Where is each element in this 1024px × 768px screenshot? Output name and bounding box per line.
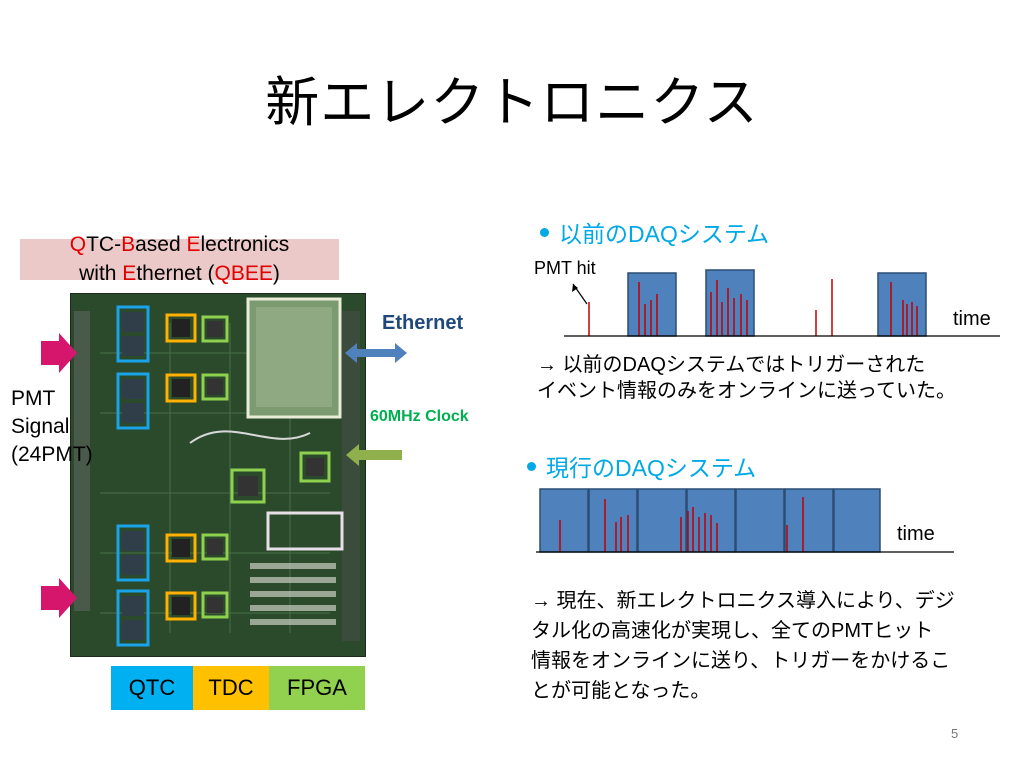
previous-time-label: time [953,308,991,330]
current-daq-timeline [536,488,954,553]
pmt-label-line: Signal [11,415,70,438]
pmt-hit-label: PMT hit [534,258,596,278]
previous-daq-heading: 以前のDAQシステム [540,215,769,249]
fpga-box [201,373,229,401]
fpga-box [299,451,331,483]
page-number: 5 [951,726,959,741]
description-line: イベント情報のみをオンラインに送っていた。 [537,380,956,402]
continuous-windows [539,488,881,553]
ethernet-label: Ethernet [382,312,464,334]
fpga-box [201,591,229,619]
tdc-box [165,533,197,563]
clock-label: 60MHz Clock [370,408,469,425]
tdc-chips [165,313,197,621]
qbee-initial: E [186,233,201,256]
pmt-signal-arrow-icon [41,578,77,618]
trigger-window [705,269,755,337]
qbee-initial: Q [69,233,87,256]
qbee-title-line-1: QTC-Based Electronics [20,233,339,257]
board-edge-connector [342,311,360,641]
previous-daq-description: → 以前のDAQシステムではトリガーされた イベント情報のみをオンラインに送って… [537,352,1017,404]
tdc-box [165,591,197,621]
qtc-box [116,305,150,363]
fpga-box [201,533,229,561]
qtc-box [116,589,150,647]
qbee-initial: QBEE [214,262,273,285]
trigger-window [877,272,927,337]
pmt-signal-arrow-icon [41,333,77,373]
chip-legend: QTC TDC FPGA [111,666,365,710]
qbee-initial: B [121,233,136,256]
qbee-text: ased [135,233,187,256]
qbee-text: lectronics [200,233,290,256]
qbee-text: ) [272,262,280,285]
current-time-label: time [897,523,935,545]
pmt-label-line: PMT [11,387,56,410]
fpga-chips [201,315,331,619]
current-daq-heading-text: 現行のDAQシステム [546,455,757,481]
board-connector-strip [74,311,90,611]
fpga-box [230,468,266,504]
qtc-box [116,372,150,430]
description-line: → 現在、新エレクトロニクス導入により、デジ [531,590,955,612]
qbee-text: TC- [86,233,122,256]
legend-tdc: TDC [193,666,269,710]
qbee-title-line-2: with Ethernet (QBEE) [20,262,339,286]
bullet-icon [540,228,549,238]
pmt-signal-label: PMT Signal (24PMT) [11,385,93,469]
qbee-banner: QTC-Based Electronics with Ethernet (QBE… [20,233,339,285]
previous-daq-heading-text: 以前のDAQシステム [559,221,770,247]
legend-fpga: FPGA [269,666,365,710]
qbee-text: thernet ( [136,262,215,285]
clock-input-arrow-icon [346,444,402,466]
slide-title: 新エレクトロニクス [265,71,759,134]
tdc-box [165,373,197,403]
description-line: タル化の高速化が実現し、全てのPMTヒット [531,620,934,642]
ethernet-double-arrow-icon [345,343,407,363]
pmt-hits [559,497,804,552]
pmt-label-line: (24PMT) [11,443,93,466]
qbee-text: with [79,262,123,285]
bullet-icon [527,462,536,472]
qbee-initial: E [122,262,137,285]
qtc-chips [116,305,150,647]
fpga-box [201,315,229,343]
clock-region-highlight [266,511,344,551]
qbee-board-photo [70,293,366,657]
qtc-box [116,524,150,582]
current-daq-description: → 現在、新エレクトロニクス導入により、デジ タル化の高速化が実現し、全てのPM… [531,586,1016,706]
previous-daq-timeline [564,269,1000,337]
pmt-hits [588,279,918,336]
description-line: とが可能となった。 [531,680,711,702]
tdc-box [165,313,197,343]
description-line: 情報をオンラインに送り、トリガーをかけるこ [531,650,951,672]
trigger-window [627,272,677,337]
current-daq-heading: 現行のDAQシステム [527,449,756,483]
legend-qtc: QTC [111,666,193,710]
description-line: → 以前のDAQシステムではトリガーされた [537,354,926,376]
